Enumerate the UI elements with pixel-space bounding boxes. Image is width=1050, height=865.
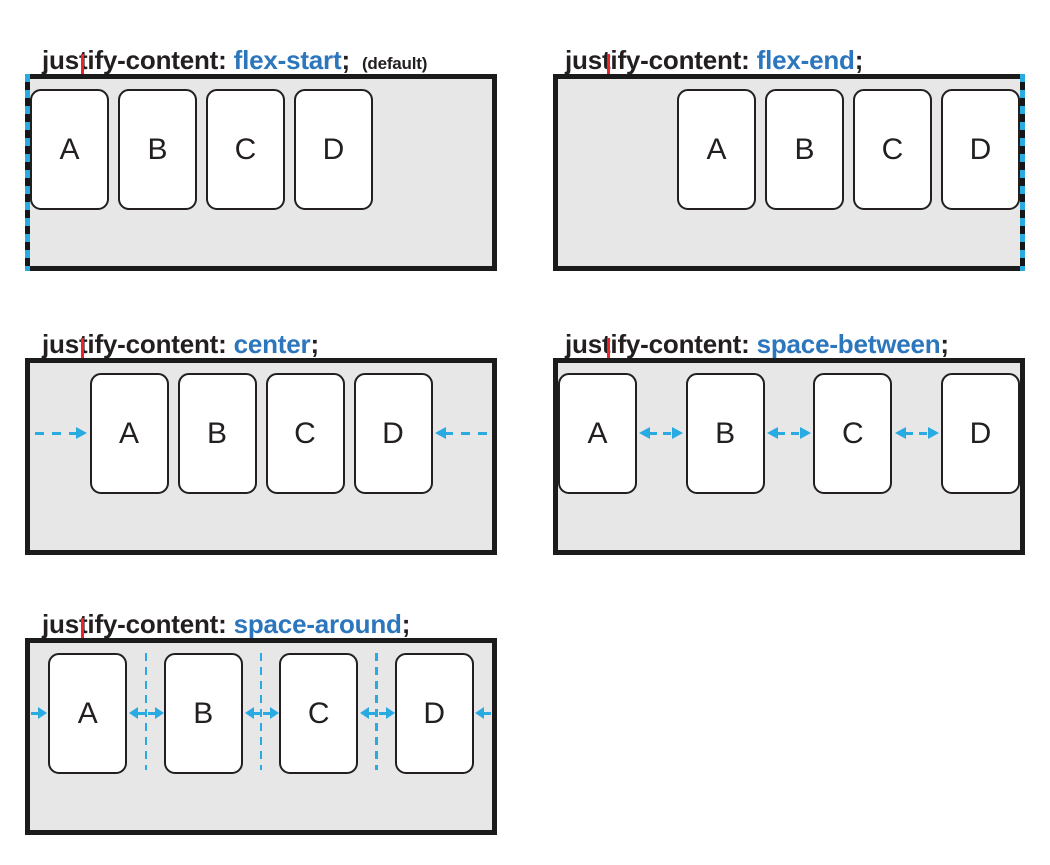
- gap-spread-arrow-icon: [639, 427, 683, 440]
- gap-spread-arrow-icon: [895, 427, 939, 440]
- title-value: space-between: [756, 328, 941, 359]
- flex-item: B: [685, 373, 765, 494]
- space-push-arrow-left-icon: [129, 707, 145, 720]
- center-push-arrow-right-icon: [35, 427, 87, 440]
- flex-container-flex-start: A B C D: [25, 74, 497, 271]
- title-value: flex-end: [756, 44, 855, 75]
- title-connector-line: [607, 338, 610, 358]
- title-connector-line: [81, 54, 84, 74]
- panel-space-around: justify-content: space-around; A B C D: [25, 584, 497, 835]
- space-push-arrow-left-icon: [360, 707, 376, 720]
- flex-item: D: [294, 89, 373, 210]
- panel-title: justify-content: space-between;: [565, 328, 949, 360]
- title-connector-line: [81, 618, 84, 638]
- title-property: justify-content:: [42, 44, 227, 75]
- title-property: justify-content:: [42, 328, 227, 359]
- gap-midline-icon: [144, 653, 147, 770]
- title-connector-line: [81, 338, 84, 358]
- space-push-arrow-right-icon: [263, 707, 279, 720]
- flex-container-center: A B C D: [25, 358, 497, 555]
- space-push-arrow-right-icon: [379, 707, 395, 720]
- flex-item: D: [941, 89, 1020, 210]
- title-property: justify-content:: [42, 608, 227, 639]
- title-semicolon: ;: [341, 44, 350, 75]
- flex-item: C: [265, 373, 345, 494]
- panel-title: justify-content: space-around;: [42, 608, 410, 640]
- title-property: justify-content:: [565, 44, 750, 75]
- flex-end-edge-marker-icon: [1020, 74, 1025, 271]
- flex-container-flex-end: A B C D: [553, 74, 1025, 271]
- flex-container-space-between: A B C D: [553, 358, 1025, 555]
- title-value: center: [233, 328, 311, 359]
- title-property: justify-content:: [565, 328, 750, 359]
- flex-item: A: [677, 89, 756, 210]
- panel-title: justify-content: flex-end;: [565, 44, 863, 76]
- flex-item: C: [279, 653, 359, 774]
- center-push-arrow-left-icon: [435, 427, 487, 440]
- space-push-arrow-left-icon: [245, 707, 261, 720]
- flex-item: A: [558, 373, 637, 494]
- flex-item: C: [853, 89, 932, 210]
- flex-item: A: [30, 89, 109, 210]
- panel-center: justify-content: center; A B C D: [25, 304, 497, 555]
- flex-start-edge-marker-icon: [25, 74, 30, 271]
- title-connector-line: [607, 54, 610, 74]
- flex-item: B: [118, 89, 197, 210]
- panel-title: justify-content: flex-start; (default): [42, 44, 427, 80]
- title-semicolon: ;: [401, 608, 411, 639]
- title-value: flex-start: [233, 44, 342, 75]
- flex-container-space-around: A B C D: [25, 638, 497, 835]
- flex-item: A: [89, 373, 169, 494]
- title-value: space-around: [233, 608, 402, 639]
- space-push-arrow-right-icon: [31, 707, 47, 720]
- title-note: (default): [361, 53, 428, 73]
- space-push-arrow-right-icon: [148, 707, 164, 720]
- flex-item: D: [353, 373, 433, 494]
- flex-item: C: [813, 373, 893, 494]
- flex-item: B: [765, 89, 844, 210]
- gap-midline-icon: [259, 653, 262, 770]
- panel-flex-start: justify-content: flex-start; (default) A…: [25, 20, 497, 271]
- flex-item: C: [206, 89, 285, 210]
- flex-item: D: [394, 653, 474, 774]
- flex-item: B: [163, 653, 243, 774]
- gap-spread-arrow-icon: [767, 427, 811, 440]
- panel-flex-end: justify-content: flex-end; A B C D: [553, 20, 1025, 271]
- flex-item: A: [48, 653, 128, 774]
- flex-item: B: [177, 373, 257, 494]
- title-semicolon: ;: [310, 328, 319, 359]
- gap-midline-icon: [375, 653, 378, 770]
- title-semicolon: ;: [940, 328, 949, 359]
- panel-space-between: justify-content: space-between; A B C D: [553, 304, 1025, 555]
- space-push-arrow-left-icon: [475, 707, 491, 720]
- flex-item: D: [940, 373, 1020, 494]
- panel-title: justify-content: center;: [42, 328, 319, 360]
- title-semicolon: ;: [854, 44, 864, 75]
